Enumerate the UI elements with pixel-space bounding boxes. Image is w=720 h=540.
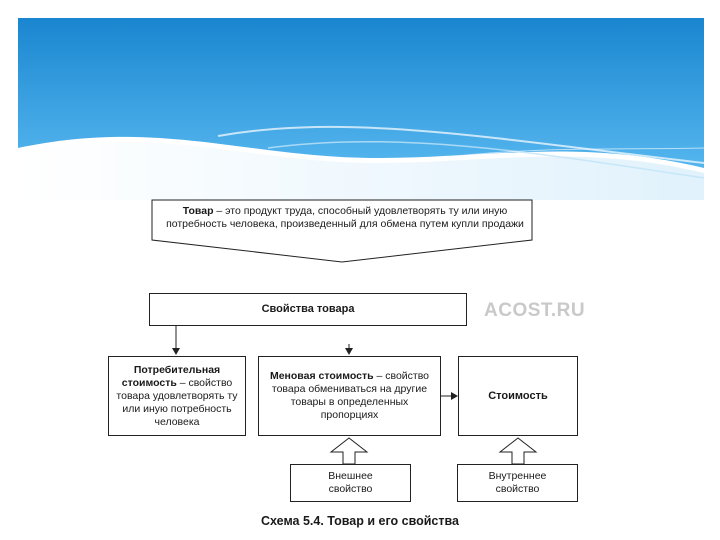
definition-text: Товар – это продукт труда, способный удо… <box>160 205 530 231</box>
hollow-arrow-internal <box>500 438 536 464</box>
external-property-box: Внешнее свойство <box>290 464 411 502</box>
internal-property-label: Внутреннее свойство <box>489 470 547 495</box>
external-property-label: Внешнее свойство <box>328 470 373 495</box>
properties-label: Свойства товара <box>262 303 355 316</box>
internal-property-box: Внутреннее свойство <box>457 464 578 502</box>
definition-term: Товар <box>183 205 214 217</box>
hollow-arrow-external <box>331 438 367 464</box>
properties-box: Свойства товара <box>149 293 467 326</box>
exchange-value-box: Меновая стоимость – свойство товара обме… <box>258 356 441 436</box>
consumer-value-box: Потребительная стоимость – свойство това… <box>108 356 246 436</box>
watermark-logo: ACOST.RU <box>484 300 585 322</box>
diagram-caption: Схема 5.4. Товар и его свойства <box>0 514 720 528</box>
value-label: Стоимость <box>488 390 548 403</box>
definition-body: – это продукт труда, способный удовлетво… <box>166 205 524 230</box>
exchange-value-term: Меновая стоимость <box>270 370 374 382</box>
value-box: Стоимость <box>458 356 578 436</box>
